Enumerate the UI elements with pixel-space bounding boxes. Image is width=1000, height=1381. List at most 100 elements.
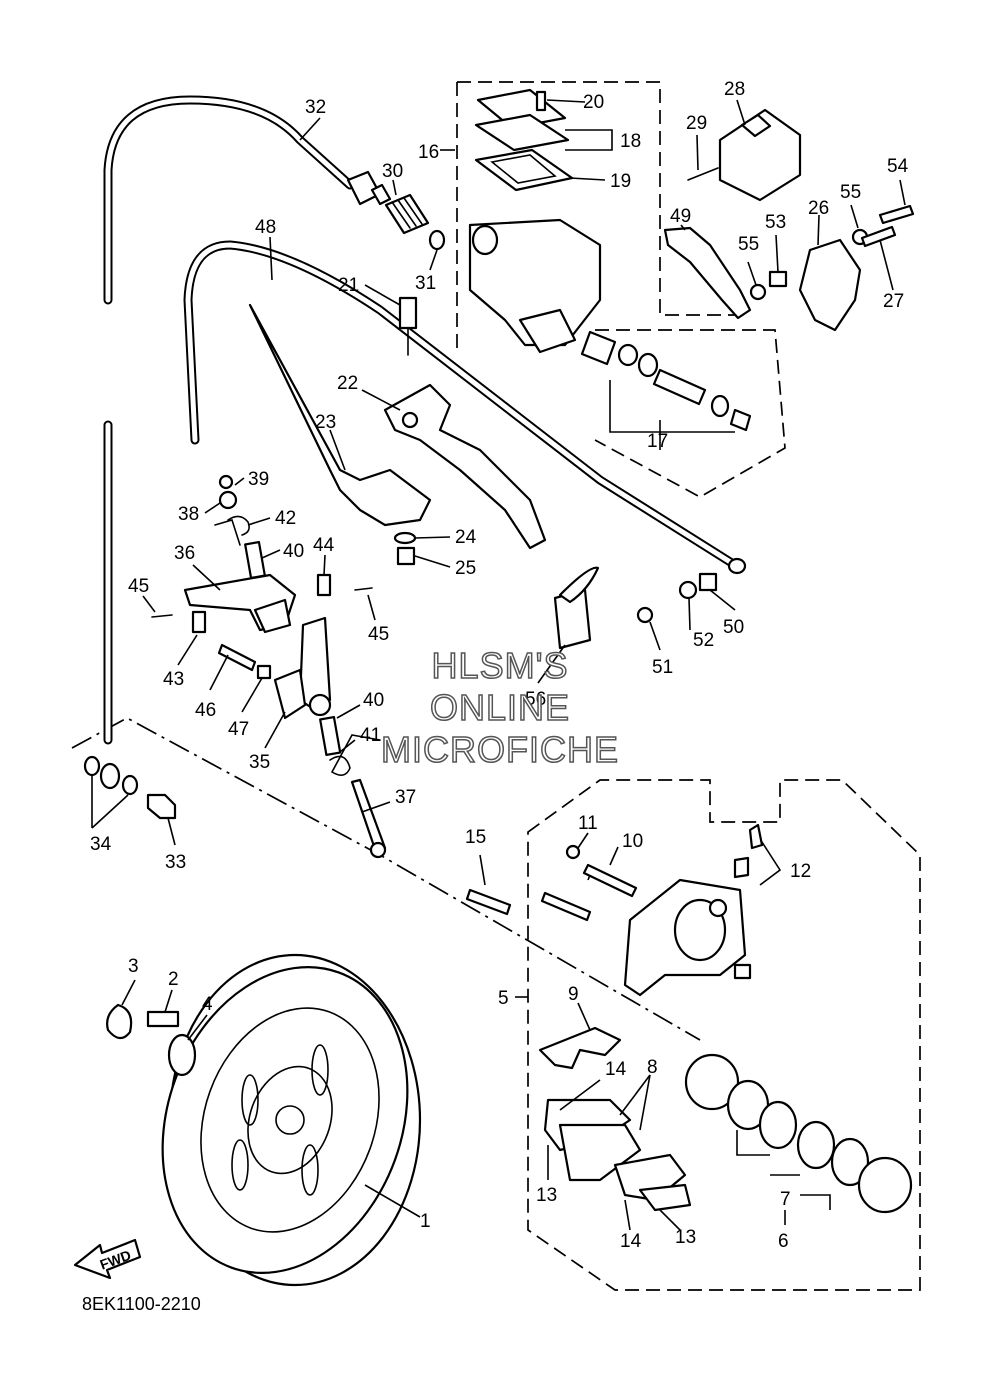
callout-6: 6 — [778, 1231, 789, 1252]
watermark-line-3: MICROFICHE — [381, 729, 619, 770]
plug-11 — [565, 844, 581, 860]
nut-25 — [396, 546, 416, 566]
callout-31: 31 — [415, 273, 436, 294]
callout-16: 16 — [418, 142, 439, 163]
callout-15: 15 — [465, 827, 486, 848]
fwd-label: FWD — [98, 1247, 133, 1273]
callout-34: 34 — [90, 834, 112, 855]
callout-35: 35 — [249, 752, 270, 773]
callout-43: 43 — [163, 669, 184, 690]
spring-41 — [329, 734, 381, 776]
shim-13 — [638, 1183, 692, 1212]
piston-kit — [580, 330, 752, 432]
master-cylinder-assembly-box — [457, 81, 745, 316]
washer-24 — [393, 531, 417, 545]
caliper-pistons — [684, 1053, 913, 1214]
rod-37 — [350, 778, 387, 854]
lever-bracket — [248, 303, 432, 527]
washer-52 — [678, 580, 698, 600]
callout-54: 54 — [887, 156, 909, 177]
spacer-53 — [768, 270, 788, 288]
reservoir-diaphragm — [474, 113, 570, 152]
callout-11: 11 — [578, 813, 598, 834]
bolt-27 — [860, 225, 897, 248]
rear-brake-cable — [183, 240, 747, 575]
cable-adjuster — [384, 193, 430, 235]
callout-33: 33 — [165, 852, 186, 873]
callout-28: 28 — [724, 79, 745, 100]
brake-pedal — [663, 226, 752, 320]
callout-39: 39 — [248, 469, 269, 490]
cotter-45a — [151, 614, 173, 618]
watermark: HLSM'S ONLINE MICROFICHE — [380, 644, 619, 771]
nut-39 — [218, 474, 234, 490]
callout-9: 9 — [568, 984, 579, 1005]
callout-5: 5 — [498, 988, 509, 1009]
callout-48: 48 — [255, 217, 276, 238]
brake-switch — [718, 108, 802, 202]
callout-27: 27 — [883, 291, 904, 312]
callout-23: 23 — [315, 412, 336, 433]
callout-13b: 13 — [675, 1227, 696, 1248]
callout-45b: 45 — [368, 624, 389, 645]
bolt-21 — [398, 296, 418, 356]
callout-45a: 45 — [128, 576, 149, 597]
callout-22: 22 — [337, 373, 358, 394]
diagram-code: 8EK1100-2210 — [82, 1294, 201, 1314]
pin-40a — [244, 540, 266, 580]
bolt-unlabeled — [540, 891, 592, 922]
callout-2: 2 — [168, 969, 179, 990]
callout-14a: 14 — [605, 1059, 627, 1080]
callout-18: 18 — [620, 131, 641, 152]
bolt-54 — [878, 204, 915, 225]
cotter-45b — [354, 587, 373, 591]
callout-52: 52 — [693, 630, 714, 651]
callout-56: 56 — [525, 689, 546, 710]
callout-20: 20 — [583, 92, 604, 113]
leader-lines — [91, 99, 906, 1231]
bolt-10 — [582, 863, 638, 898]
nut-38 — [218, 490, 238, 510]
callout-41: 41 — [360, 725, 381, 746]
key-2 — [146, 1010, 180, 1028]
callout-46: 46 — [195, 700, 216, 721]
callout-50: 50 — [723, 617, 744, 638]
circlip-3 — [106, 1003, 133, 1040]
callout-44: 44 — [313, 535, 335, 556]
callout-24: 24 — [455, 527, 477, 548]
callout-17: 17 — [647, 431, 668, 452]
pin-40b — [319, 715, 342, 757]
master-cylinder — [468, 218, 602, 354]
callout-21: 21 — [338, 275, 359, 296]
callout-14b: 14 — [620, 1231, 642, 1252]
callout-1: 1 — [420, 1211, 431, 1232]
nut-47 — [256, 664, 272, 680]
callout-40a: 40 — [283, 541, 304, 562]
callout-30: 30 — [382, 161, 403, 182]
washer-55a — [749, 283, 767, 301]
callout-3: 3 — [128, 956, 139, 977]
callout-10: 10 — [622, 831, 643, 852]
washer-31 — [428, 229, 446, 251]
pin-44 — [316, 573, 332, 597]
piston-kit-box — [594, 329, 786, 498]
spring-42 — [214, 515, 250, 546]
brake-lever — [383, 383, 547, 550]
callout-12: 12 — [790, 861, 811, 882]
callout-40b: 40 — [363, 690, 384, 711]
brake-disc — [161, 953, 422, 1287]
pad-spring-9 — [538, 1026, 622, 1070]
callout-26: 26 — [808, 198, 829, 219]
callout-7: 7 — [780, 1189, 791, 1210]
collar-4 — [167, 1033, 197, 1077]
callout-55b: 55 — [840, 182, 861, 203]
callout-13a: 13 — [536, 1185, 557, 1206]
assembly-axis-line — [71, 717, 701, 1041]
brake-caliper — [623, 878, 752, 997]
callout-4: 4 — [202, 994, 213, 1015]
watermark-line-2: ONLINE — [430, 687, 570, 728]
pin-43 — [191, 610, 207, 634]
callout-labels: 1 2 3 4 5 6 7 8 9 10 11 12 13 13 14 14 1… — [90, 79, 909, 1252]
caliper-assembly-box — [527, 779, 921, 1291]
